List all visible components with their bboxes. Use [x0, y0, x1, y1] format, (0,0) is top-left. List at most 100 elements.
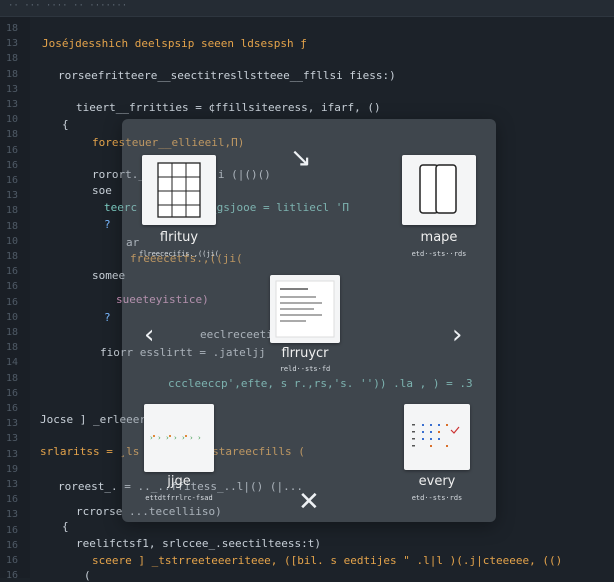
code-text: somee: [92, 269, 126, 282]
title-bar: ·· ··· ···· ·· ·······: [0, 0, 614, 17]
line-number: 16: [6, 539, 19, 551]
line-number: 16: [6, 175, 19, 186]
code-text: ar: [126, 236, 140, 249]
code-text: (: [84, 569, 91, 582]
window-sublabel: ettdtfrrlrc-fsad: [145, 494, 213, 502]
code-line[interactable]: ?: [104, 311, 111, 324]
line-number: 16: [6, 144, 19, 156]
code-line[interactable]: {: [62, 520, 69, 533]
line-number: 10: [6, 235, 19, 247]
code-line[interactable]: cccleeccp',efte, s r.,rs,'s. '')) .la , …: [168, 377, 473, 390]
code-line[interactable]: tieert__frritties = ¢ffillsiteeress, ifa…: [76, 101, 381, 114]
line-number: 13: [6, 418, 19, 430]
line-number: 18: [6, 68, 19, 80]
window-label: flrruycr: [281, 346, 329, 361]
code-line[interactable]: ?: [104, 218, 111, 231]
line-number: 18: [6, 53, 19, 65]
code-text: {: [62, 520, 69, 533]
code-line[interactable]: somee: [92, 269, 125, 282]
code-text: Joséjdesshich deelspsip seeen ldsespsh ƒ: [42, 37, 307, 50]
window-sublabel: flreececifis.,((ji(: [138, 250, 220, 258]
window-label: every: [418, 474, 456, 489]
line-number: 14: [6, 357, 19, 369]
code-line[interactable]: Joséjdesshich deelspsip seeen ldsespsh ƒ: [42, 37, 307, 50]
code-text: sceere ] _tstrreeteeeriteee, ([bil. s ee…: [92, 554, 563, 567]
line-number: 16: [6, 494, 19, 506]
code-text: foresteuer__ellieeil,Π): [92, 136, 245, 149]
window-label: jjge: [167, 474, 191, 489]
split-panel-icon: [402, 155, 476, 225]
line-number: 18: [6, 205, 19, 217]
line-number: 16: [6, 266, 19, 278]
code-text: {: [62, 118, 69, 131]
code-text: reelifctsf1, srlccee_.seectilteess:t): [76, 537, 322, 550]
code-line[interactable]: eeclreceeti: [200, 328, 273, 341]
line-number: 13: [6, 433, 19, 445]
code-line[interactable]: sceere ] _tstrreeteeeriteee, ([bil. s ee…: [92, 554, 562, 567]
svg-text:›: ›: [174, 434, 177, 442]
line-number: 16: [6, 555, 19, 566]
svg-text:›: ›: [166, 434, 169, 442]
arrow-down-right-icon[interactable]: ↘: [290, 143, 312, 173]
line-number: 13: [6, 509, 19, 521]
code-text: ?: [104, 311, 111, 324]
code-line[interactable]: (: [84, 569, 91, 582]
line-number: 16: [6, 296, 19, 308]
code-editor[interactable]: 18 13 18 18 13 13 10 18 16 16 16 13 18 18 10 18 16 16 16 10…: [0, 17, 614, 582]
code-text: soe: [92, 184, 112, 197]
code-line[interactable]: {: [62, 118, 69, 131]
code-text: cccleeccp',efte, s r.,rs,'s. '')) .la , …: [168, 377, 473, 390]
code-line[interactable]: rcrorse ...tecelliiso): [76, 505, 222, 518]
code-line[interactable]: reelifctsf1, srlccee_.seectilteess:t): [76, 537, 321, 550]
window-title: ·· ··· ···· ·· ·······: [8, 1, 128, 11]
svg-text:›: ›: [150, 434, 153, 442]
line-number: 18: [6, 220, 19, 232]
line-number: 18: [6, 372, 19, 384]
line-number: 10: [6, 114, 19, 126]
line-number: 13: [6, 99, 19, 110]
line-number: 16: [6, 570, 19, 582]
window-sublabel: reld·-sts·fd: [279, 365, 331, 373]
grid-document-icon: [142, 155, 216, 225]
svg-text:›: ›: [182, 434, 185, 442]
line-number-gutter: [0, 17, 30, 578]
code-line[interactable]: soe: [92, 184, 112, 197]
svg-text:›: ›: [190, 434, 193, 442]
line-number: 16: [6, 159, 19, 171]
line-number: 16: [6, 387, 19, 399]
code-text: sueeteyistice): [116, 293, 209, 306]
svg-text:›: ›: [158, 434, 161, 442]
line-number: 13: [6, 448, 19, 460]
line-number: 18: [6, 129, 19, 141]
arrow-list-icon: › › › › › › ›: [144, 404, 214, 472]
window-label: flrituy: [159, 230, 199, 245]
close-icon[interactable]: ✕: [298, 487, 320, 517]
code-line[interactable]: foresteuer__ellieeil,Π): [92, 136, 244, 149]
line-number: 13: [6, 190, 19, 202]
line-number: 10: [6, 311, 19, 323]
code-line[interactable]: rorseefritteere__seectitresllstteee__ffl…: [58, 69, 396, 82]
window-sublabel: etd·-sts·rds: [411, 494, 463, 502]
checklist-icon: [404, 404, 470, 470]
line-number: 18: [6, 23, 19, 34]
code-line[interactable]: ar: [126, 236, 139, 249]
line-number: 19: [6, 463, 19, 475]
code-line[interactable]: roreest_. = .._..ffitess_..l|() (|...: [58, 480, 303, 493]
line-number: 16: [6, 403, 19, 414]
code-text: rorseefritteere__seectitresllstteee__ffl…: [58, 69, 396, 82]
line-number: 18: [6, 251, 19, 262]
line-number: 13: [6, 38, 19, 50]
line-number: 16: [6, 281, 19, 293]
arrow-left-icon[interactable]: ‹: [144, 320, 155, 350]
code-line[interactable]: freeecetfs.,((ji(: [130, 252, 243, 265]
code-line[interactable]: sueeteyistice): [116, 293, 209, 306]
code-line[interactable]: fiorr esslirtt = .jateljj: [100, 346, 266, 359]
code-text: rcrorse ...tecelliiso): [76, 505, 222, 518]
window-sublabel: etd·-sts··rds: [411, 250, 467, 258]
code-text: freeecetfs.,((ji(: [130, 252, 243, 265]
code-text: ?: [104, 218, 111, 231]
svg-text:›: ›: [198, 434, 201, 442]
line-number: 16: [6, 524, 19, 536]
code-text: tieert__frritties = ¢ffillsiteeress, ifa…: [76, 101, 381, 114]
arrow-right-icon[interactable]: ›: [452, 320, 463, 350]
